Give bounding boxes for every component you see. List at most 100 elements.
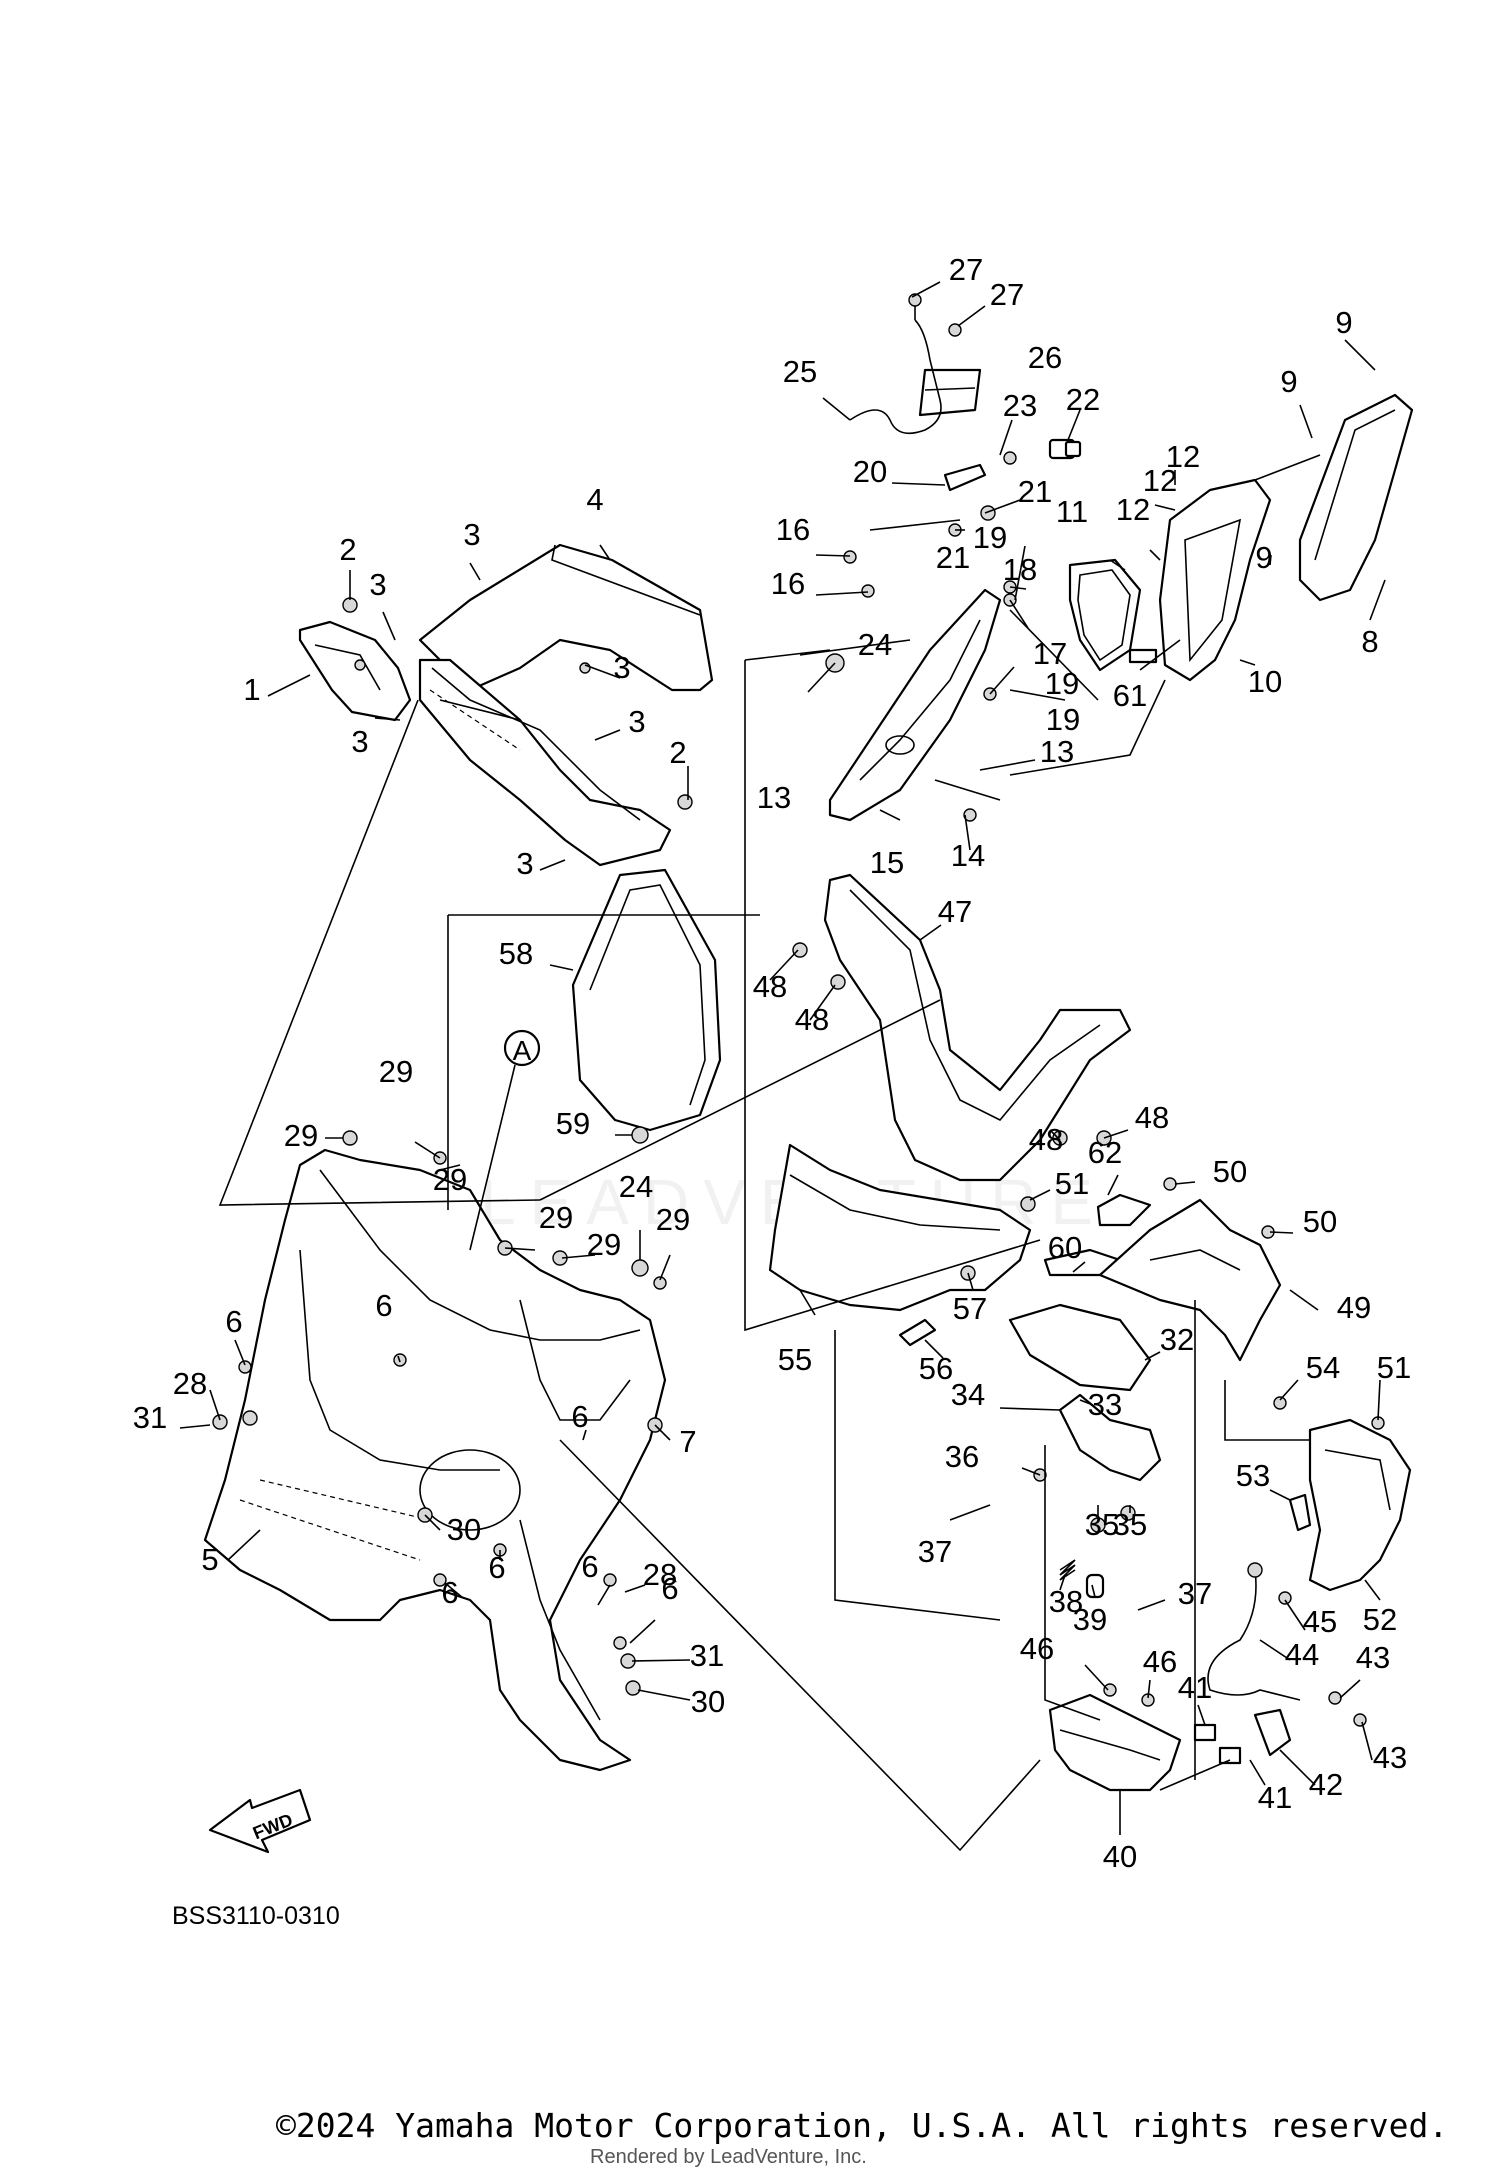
callout-28: 28 xyxy=(643,1557,677,1592)
part-11-gasket xyxy=(1068,558,1142,672)
callout-52: 52 xyxy=(1363,1602,1397,1637)
callout-26: 26 xyxy=(1028,340,1062,375)
part-4-upper-panel xyxy=(418,543,714,867)
callout-19: 19 xyxy=(1046,702,1080,737)
small-fasteners-middle xyxy=(212,597,1385,1696)
callout-17: 17 xyxy=(1033,636,1067,671)
callout-51: 51 xyxy=(1055,1166,1089,1201)
callout-3: 3 xyxy=(369,567,386,602)
callout-33: 33 xyxy=(1088,1387,1122,1422)
callout-11: 11 xyxy=(1056,494,1088,529)
part-15-meter-bracket xyxy=(828,588,1002,822)
callout-32: 32 xyxy=(1160,1322,1194,1357)
callout-62: 62 xyxy=(1088,1135,1122,1170)
callout-31: 31 xyxy=(133,1400,167,1435)
callout-8: 8 xyxy=(1361,624,1378,659)
callout-23: 23 xyxy=(1003,388,1037,423)
callout-14: 14 xyxy=(951,838,985,873)
rendered-by-notice: Rendered by LeadVenture, Inc. xyxy=(590,2146,867,2168)
callout-39: 39 xyxy=(1073,1602,1107,1637)
callout-leaders xyxy=(179,281,1386,1835)
callout-36: 36 xyxy=(945,1439,979,1474)
callout-37: 37 xyxy=(1178,1576,1212,1611)
callout-54: 54 xyxy=(1306,1350,1340,1385)
callout-29: 29 xyxy=(539,1200,573,1235)
callout-3: 3 xyxy=(516,846,533,881)
callout-42: 42 xyxy=(1309,1767,1343,1802)
callout-15: 15 xyxy=(870,845,904,880)
view-marker-a: A xyxy=(469,1029,541,1251)
callout-22: 22 xyxy=(1066,382,1100,417)
callout-3: 3 xyxy=(351,724,368,759)
callout-6: 6 xyxy=(581,1549,598,1584)
callout-6: 6 xyxy=(661,1571,678,1606)
callout-60: 60 xyxy=(1048,1230,1082,1265)
callout-40: 40 xyxy=(1103,1839,1137,1874)
callout-29: 29 xyxy=(656,1202,690,1237)
callout-12: 12 xyxy=(1143,463,1177,498)
callout-53: 53 xyxy=(1236,1458,1270,1493)
callout-61: 61 xyxy=(1113,678,1147,713)
callout-3: 3 xyxy=(628,704,645,739)
callout-25: 25 xyxy=(783,354,817,389)
callout-6: 6 xyxy=(225,1304,242,1339)
callout-48: 48 xyxy=(753,969,787,1004)
callout-28: 28 xyxy=(173,1366,207,1401)
part-41-42-latch xyxy=(1103,1683,1367,1765)
callout-24: 24 xyxy=(858,627,892,662)
callout-6: 6 xyxy=(375,1288,392,1323)
callout-30: 30 xyxy=(447,1512,481,1547)
callout-2: 2 xyxy=(669,735,686,770)
callout-29: 29 xyxy=(433,1162,467,1197)
callout-46: 46 xyxy=(1020,1631,1054,1666)
callout-19: 19 xyxy=(973,520,1007,555)
callout-13: 13 xyxy=(757,780,791,815)
callout-9: 9 xyxy=(1335,305,1352,340)
callout-9: 9 xyxy=(1255,540,1272,575)
callout-46: 46 xyxy=(1143,1644,1177,1679)
fwd-arrow-icon: FWD xyxy=(208,1788,312,1854)
part-53-clip xyxy=(1288,1493,1312,1532)
callout-50: 50 xyxy=(1213,1154,1247,1189)
part-61-label xyxy=(1128,648,1158,664)
callout-29: 29 xyxy=(379,1054,413,1089)
callout-43: 43 xyxy=(1373,1740,1407,1775)
part-38-spring xyxy=(1059,1559,1105,1599)
diagram-code: BSS3110-0310 xyxy=(172,1902,340,1930)
callout-35: 35 xyxy=(1113,1507,1147,1542)
callout-58: 58 xyxy=(499,936,533,971)
callout-57: 57 xyxy=(953,1291,987,1326)
part-62-emblem xyxy=(1096,1193,1152,1227)
part-8-meter-cover xyxy=(1298,393,1414,602)
callout-6: 6 xyxy=(488,1550,505,1585)
callout-49: 49 xyxy=(1337,1290,1371,1325)
part-56-strip xyxy=(898,1318,937,1347)
callout-51: 51 xyxy=(1377,1350,1411,1385)
callout-27: 27 xyxy=(949,252,983,287)
part-40-hook-cover xyxy=(1048,1693,1182,1792)
callout-5: 5 xyxy=(201,1542,218,1577)
callout-56: 56 xyxy=(919,1351,953,1386)
callout-35: 35 xyxy=(1085,1507,1119,1542)
callout-48: 48 xyxy=(1135,1100,1169,1135)
part-26-harness-bracket xyxy=(918,368,982,417)
callout-6: 6 xyxy=(441,1575,458,1610)
part-44-cable xyxy=(1207,1562,1301,1701)
callout-48: 48 xyxy=(795,1002,829,1037)
callout-45: 45 xyxy=(1303,1604,1337,1639)
part-5-front-panel xyxy=(203,1148,667,1772)
part-1-side-cover xyxy=(298,620,412,722)
part-32-seat-pad xyxy=(1008,1303,1152,1392)
callout-3: 3 xyxy=(613,650,630,685)
part-52-side-cover xyxy=(1308,1418,1412,1592)
copyright-notice: ©2024 Yamaha Motor Corporation, U.S.A. A… xyxy=(276,2106,1449,2145)
part-10-meter-housing xyxy=(1158,478,1272,682)
callout-12: 12 xyxy=(1166,439,1200,474)
callout-59: 59 xyxy=(556,1106,590,1141)
part-22-connector xyxy=(1048,438,1082,460)
reference-lines xyxy=(218,454,1321,1852)
callout-24: 24 xyxy=(619,1169,653,1204)
callout-1: 1 xyxy=(243,672,260,707)
callout-27: 27 xyxy=(990,277,1024,312)
